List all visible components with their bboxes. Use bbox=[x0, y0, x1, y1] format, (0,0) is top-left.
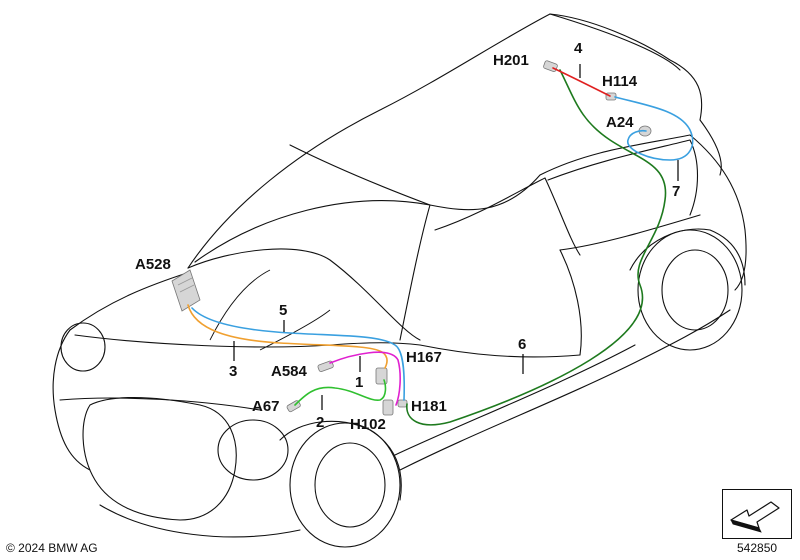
label-a24: A24 bbox=[606, 114, 634, 131]
label-h114: H114 bbox=[602, 73, 638, 90]
arrow-icon bbox=[722, 489, 792, 539]
wire-5 bbox=[191, 307, 406, 401]
number-3: 3 bbox=[229, 363, 237, 380]
label-h181: H181 bbox=[411, 398, 447, 415]
number-2: 2 bbox=[316, 414, 324, 431]
a584-connector bbox=[317, 360, 334, 372]
wire-4 bbox=[552, 67, 611, 97]
h102-connector bbox=[382, 399, 394, 416]
label-a67: A67 bbox=[252, 398, 280, 415]
copyright-text: © 2024 BMW AG bbox=[6, 541, 98, 555]
label-h167: H167 bbox=[406, 349, 442, 366]
h181-connector bbox=[397, 399, 408, 408]
number-4: 4 bbox=[574, 40, 583, 57]
label-a584: A584 bbox=[271, 363, 308, 380]
number-1: 1 bbox=[355, 374, 363, 391]
wire-6 bbox=[406, 69, 667, 426]
number-6: 6 bbox=[518, 336, 526, 353]
number-5: 5 bbox=[279, 302, 287, 319]
labels: A528 A584 A67 H102 H167 H181 H201 H114 A… bbox=[135, 40, 680, 433]
label-a528: A528 bbox=[135, 256, 171, 273]
wire-3 bbox=[187, 304, 388, 369]
label-h102: H102 bbox=[350, 416, 386, 433]
number-7: 7 bbox=[672, 183, 680, 200]
label-h201: H201 bbox=[493, 52, 529, 69]
car-body bbox=[52, 13, 747, 548]
wiring-harness bbox=[187, 67, 694, 426]
a528-control-unit bbox=[171, 269, 201, 312]
wire-1 bbox=[329, 351, 401, 406]
reference-number: 542850 bbox=[737, 541, 778, 555]
h201-connector bbox=[543, 60, 558, 72]
leader-lines bbox=[233, 64, 679, 410]
wire-2 bbox=[294, 379, 387, 406]
wire-7 bbox=[614, 96, 694, 161]
